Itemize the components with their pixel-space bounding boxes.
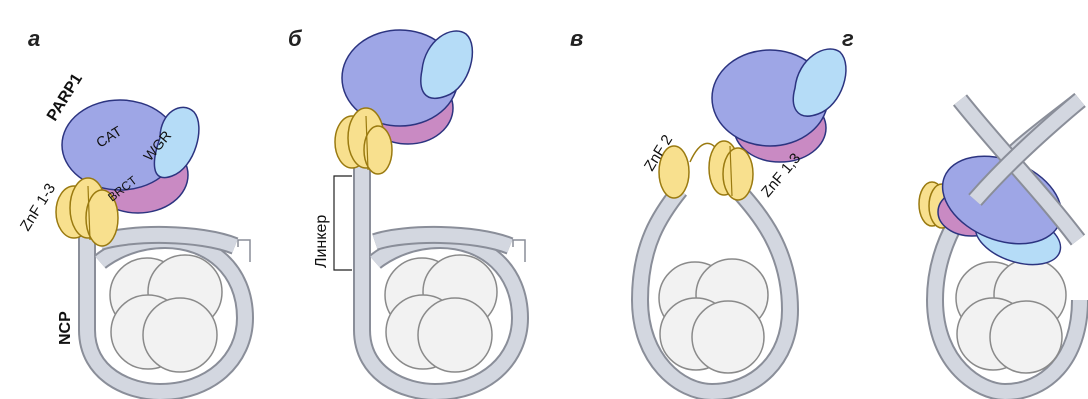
label-ncp: NCP	[57, 311, 74, 345]
label-znf: ZnF 1-3	[17, 181, 59, 235]
panel-a: а PARP1 CAT WGR	[17, 26, 250, 392]
panel-letter-b: б	[288, 26, 303, 51]
histone-octamer	[110, 255, 222, 372]
panel-c: в ZnF 2 ZnF 1,3	[570, 26, 846, 392]
histone-octamer	[385, 255, 497, 372]
histone-octamer	[659, 259, 768, 373]
panel-d: г	[842, 26, 1080, 392]
label-linker: Линкер	[313, 215, 330, 268]
linker-bracket	[334, 176, 352, 270]
panel-b: б Линкер	[288, 26, 525, 392]
panel-letter-c: в	[570, 26, 583, 51]
panel-letter-a: а	[28, 26, 40, 51]
histone-octamer	[956, 259, 1066, 373]
panel-letter-d: г	[842, 26, 854, 51]
